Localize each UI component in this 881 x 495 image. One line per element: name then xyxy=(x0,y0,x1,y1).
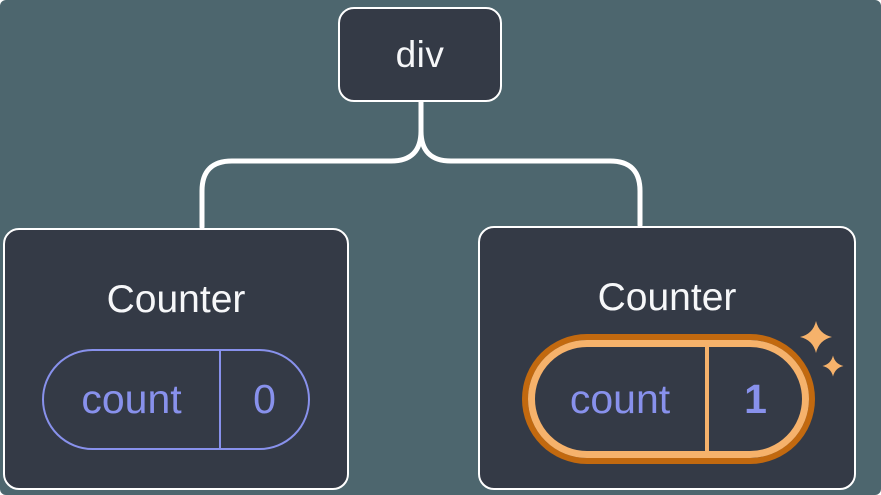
state-label: count xyxy=(569,375,671,422)
counter-2-state-pill-highlighted: count 1 xyxy=(528,340,809,458)
state-label: count xyxy=(81,376,182,422)
pill-divider xyxy=(705,347,709,451)
state-value: 1 xyxy=(744,375,767,422)
tree-node-counter-2: Counter count 1 xyxy=(478,226,856,490)
counter-1-state-pill: count 0 xyxy=(42,349,310,450)
state-value: 0 xyxy=(253,376,276,422)
div-node-label: div xyxy=(395,33,445,75)
pill-divider xyxy=(219,351,221,448)
tree-node-counter-1: Counter count 0 xyxy=(3,228,349,490)
tree-node-div: div xyxy=(338,7,502,102)
counter-1-title: Counter xyxy=(106,278,246,321)
counter-2-title: Counter xyxy=(597,276,737,319)
